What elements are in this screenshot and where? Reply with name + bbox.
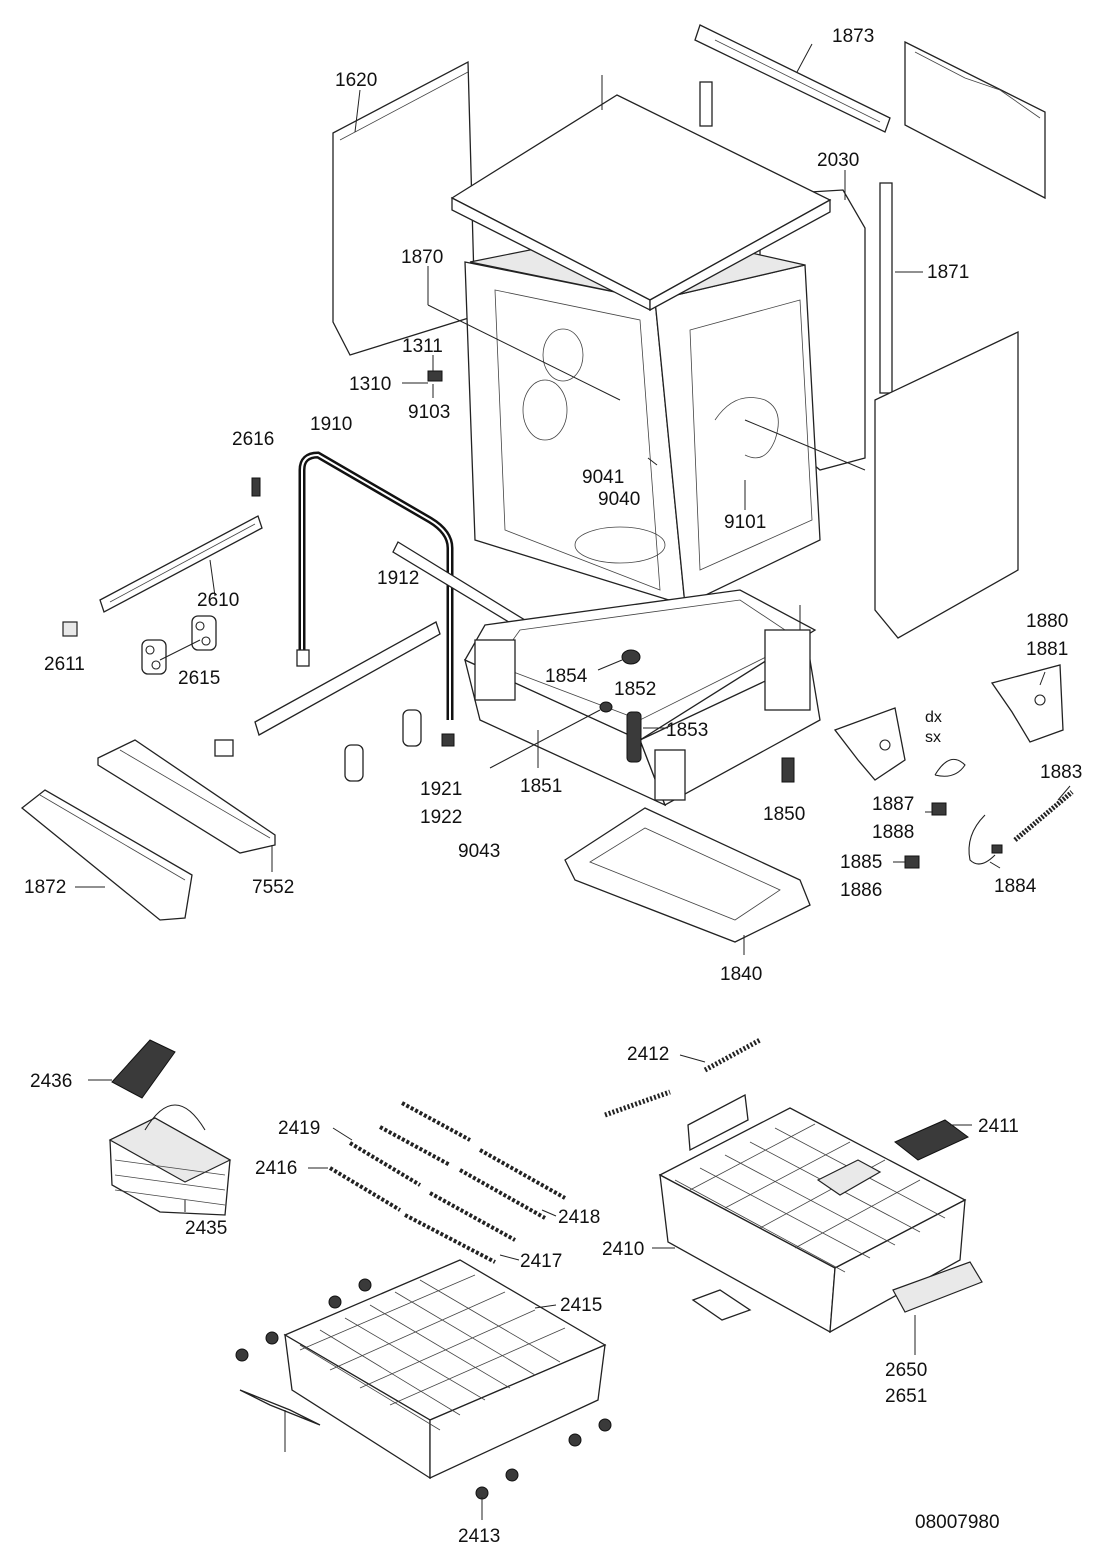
part-label-2651: 2651	[885, 1386, 927, 1407]
part-label-1870: 1870	[401, 247, 443, 268]
side-label-sx: sx	[925, 729, 941, 746]
part-label-1850: 1850	[763, 804, 805, 825]
part-label-2030: 2030	[817, 150, 859, 171]
part-label-2419: 2419	[278, 1118, 320, 1139]
base-tray	[564, 807, 811, 943]
vertical-post	[879, 182, 893, 394]
part-label-2411: 2411	[978, 1116, 1019, 1137]
part-label-1880: 1880	[1026, 611, 1068, 632]
part-label-2416: 2416	[255, 1158, 297, 1179]
part-label-1311: 1311	[402, 336, 443, 357]
kickplate	[20, 789, 193, 921]
part-label-1872: 1872	[24, 877, 66, 898]
part-label-1922: 1922	[420, 807, 462, 828]
upper-slide-rail	[99, 515, 263, 613]
lower-basket	[235, 1259, 612, 1500]
cutlery-cover	[111, 1039, 176, 1099]
part-label-1854: 1854	[545, 666, 588, 687]
roller-pair	[141, 615, 217, 675]
part-label-1881: 1881	[1026, 639, 1068, 660]
door-gasket	[296, 451, 454, 720]
part-label-2616: 2616	[232, 429, 274, 450]
part-label-7552: 7552	[252, 877, 294, 898]
part-label-1853: 1853	[666, 720, 708, 741]
part-label-1912: 1912	[377, 568, 419, 589]
side-label-dx: dx	[925, 709, 942, 726]
door-bottom-frame	[97, 739, 276, 854]
part-labels: 1620 1873 2030 1870 1871 1311 1310 9103 …	[24, 26, 1082, 1547]
part-label-9103: 9103	[408, 402, 450, 423]
part-label-1873: 1873	[832, 26, 874, 47]
hinge-right	[990, 664, 1064, 743]
part-label-2436: 2436	[30, 1071, 72, 1092]
part-label-1620: 1620	[335, 70, 377, 91]
upper-basket	[658, 1093, 983, 1334]
part-label-1885: 1885	[840, 852, 882, 873]
leader-lines	[75, 43, 1071, 1520]
hinge-left	[833, 707, 906, 781]
fold-shelf	[894, 1119, 969, 1161]
cup-racks	[604, 1037, 762, 1118]
cable-part	[968, 814, 1003, 865]
part-label-1910: 1910	[310, 414, 352, 435]
part-label-9040: 9040	[598, 489, 640, 510]
part-label-2610: 2610	[197, 590, 239, 611]
spring-part	[626, 711, 642, 763]
part-label-1887: 1887	[872, 794, 914, 815]
lower-slide-rail	[214, 621, 441, 757]
small-block	[904, 802, 947, 869]
part-label-1851: 1851	[520, 776, 562, 797]
part-label-1871: 1871	[927, 262, 969, 283]
base-frame	[464, 589, 821, 807]
spring-long	[1013, 790, 1074, 842]
part-label-9043: 9043	[458, 841, 500, 862]
top-cover-panel	[904, 40, 1046, 200]
rail-stop	[62, 621, 78, 637]
valve-part	[489, 701, 613, 769]
part-label-1840: 1840	[720, 964, 762, 985]
part-label-1888: 1888	[872, 822, 914, 843]
part-label-1886: 1886	[840, 880, 882, 901]
part-label-9041: 9041	[582, 467, 624, 488]
part-label-1852: 1852	[614, 679, 656, 700]
cutlery-basket	[108, 1104, 232, 1216]
part-label-2410: 2410	[602, 1239, 644, 1260]
document-number: 08007980	[915, 1512, 1000, 1533]
side-panel-left	[332, 60, 476, 356]
worktop	[450, 75, 832, 312]
part-label-2435: 2435	[185, 1218, 227, 1239]
part-label-1310: 1310	[349, 374, 391, 395]
part-label-2417: 2417	[520, 1251, 562, 1272]
part-label-2650: 2650	[885, 1360, 927, 1381]
small-bracket	[427, 370, 443, 382]
part-label-2413: 2413	[458, 1526, 500, 1547]
part-label-2415: 2415	[560, 1295, 602, 1316]
top-rail	[694, 24, 891, 133]
side-panel-right	[874, 330, 1019, 639]
foot-screw	[781, 757, 795, 783]
part-label-2611: 2611	[44, 654, 85, 675]
tine-rows	[328, 1101, 566, 1264]
part-label-1884: 1884	[994, 876, 1037, 897]
lower-rollers	[344, 709, 455, 782]
tub-body	[464, 227, 821, 606]
float-part	[621, 649, 641, 665]
part-label-2418: 2418	[558, 1207, 600, 1228]
part-label-1883: 1883	[1040, 762, 1082, 783]
part-label-9101: 9101	[724, 512, 766, 533]
part-label-1921: 1921	[420, 779, 462, 800]
hinge-lever	[934, 758, 966, 777]
clip-part	[251, 477, 261, 497]
part-label-2412: 2412	[627, 1044, 669, 1065]
part-label-2615: 2615	[178, 668, 220, 689]
